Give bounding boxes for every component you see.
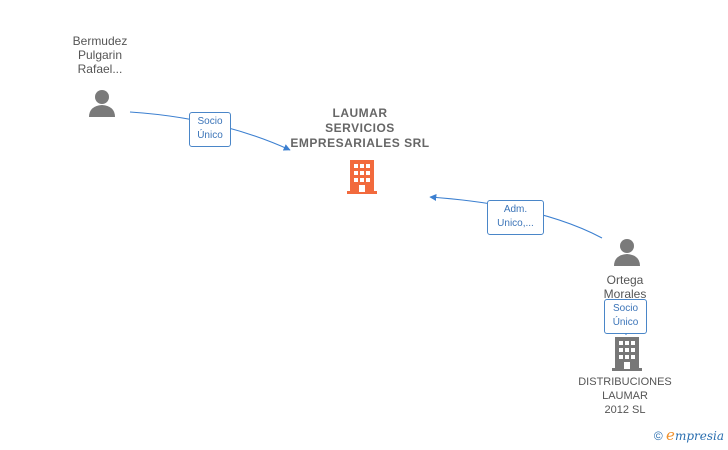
- person-icon[interactable]: [612, 237, 642, 267]
- brand-footer: © empresia: [654, 426, 724, 444]
- person-icon[interactable]: [87, 88, 117, 118]
- copyright-symbol: ©: [653, 429, 663, 443]
- person2-name[interactable]: Ortega Morales: [603, 273, 647, 301]
- building-icon[interactable]: [346, 158, 378, 194]
- company2-name[interactable]: DISTRIBUCIONES LAUMAR 2012 SL: [578, 376, 672, 416]
- company-main-name[interactable]: LAUMAR SERVICIOS EMPRESARIALES SRL: [290, 106, 430, 150]
- building-icon[interactable]: [611, 335, 643, 371]
- edge-label-socio-unico-2[interactable]: Socio Único: [604, 299, 647, 334]
- person1-name[interactable]: Bermudez Pulgarin Rafael...: [72, 34, 128, 76]
- edge-label-adm-unico[interactable]: Adm. Unico,...: [487, 200, 544, 235]
- edge-label-socio-unico-1[interactable]: Socio Único: [189, 112, 231, 147]
- brand-logo-text: mpresia: [674, 429, 724, 443]
- brand-logo-initial: e: [666, 426, 675, 444]
